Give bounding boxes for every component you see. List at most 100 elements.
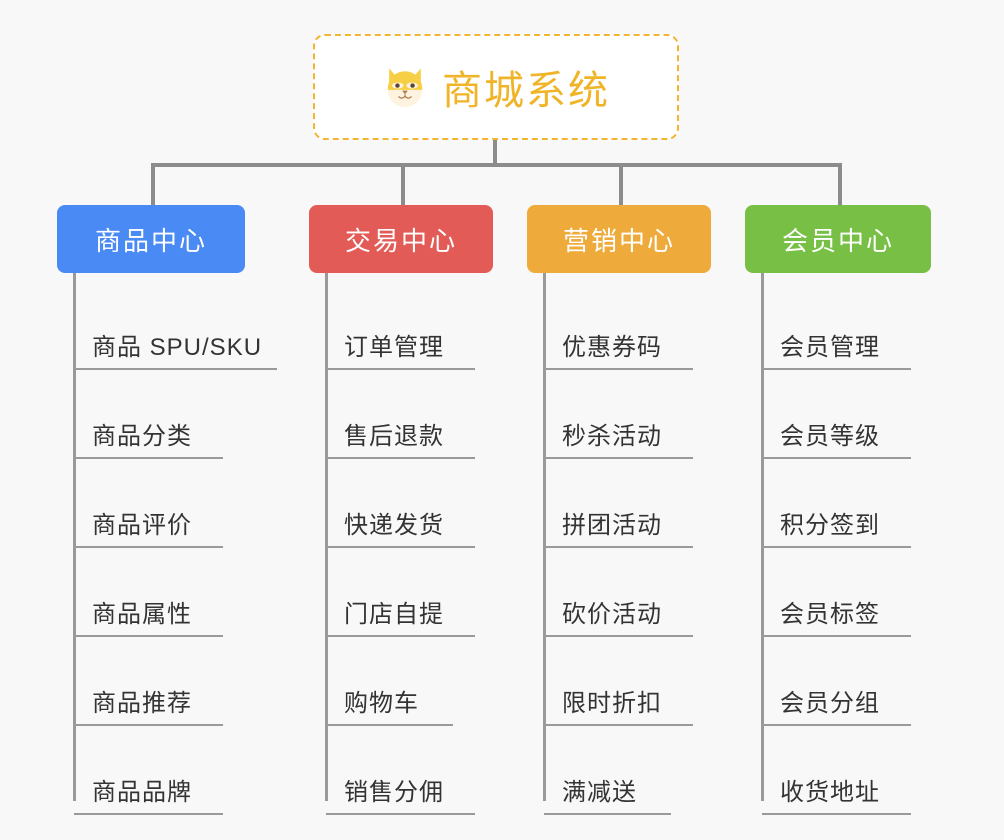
category-header-marketing-center[interactable]: 营销中心 (527, 205, 711, 273)
list-item[interactable]: 订单管理 (308, 281, 523, 370)
column-product-center: 商品中心 (57, 205, 245, 273)
leaf-label: 商品评价 (92, 512, 192, 539)
leaf-label: 会员管理 (780, 334, 880, 361)
leaf-label: 拼团活动 (562, 512, 662, 539)
list-item[interactable]: 会员等级 (744, 370, 959, 459)
leaf-underline (544, 368, 693, 370)
list-item[interactable]: 会员标签 (744, 548, 959, 637)
list-item[interactable]: 满减送 (526, 726, 741, 815)
leaf-underline (762, 635, 911, 637)
leaf-underline (544, 635, 693, 637)
leaf-underline (74, 546, 223, 548)
list-item[interactable]: 门店自提 (308, 548, 523, 637)
leaf-label: 收货地址 (780, 779, 880, 806)
list-item[interactable]: 限时折扣 (526, 637, 741, 726)
leaf-underline (74, 724, 223, 726)
leaf-label: 会员标签 (780, 601, 880, 628)
leaf-label: 售后退款 (344, 423, 444, 450)
connector-bus-line (151, 163, 842, 167)
leaf-underline (74, 813, 223, 815)
leaf-list-marketing-center: 优惠券码 秒杀活动 拼团活动 砍价活动 限时折扣 满减送 (526, 281, 741, 815)
root-title: 商城系统 (442, 69, 610, 113)
leaf-underline (762, 457, 911, 459)
leaf-underline (326, 724, 453, 726)
list-item[interactable]: 购物车 (308, 637, 523, 726)
leaf-underline (74, 368, 277, 370)
category-header-member-center[interactable]: 会员中心 (745, 205, 931, 273)
list-item[interactable]: 拼团活动 (526, 459, 741, 548)
leaf-underline (74, 457, 223, 459)
list-item[interactable]: 销售分佣 (308, 726, 523, 815)
leaf-underline (544, 724, 693, 726)
list-item[interactable]: 秒杀活动 (526, 370, 741, 459)
category-header-product-center[interactable]: 商品中心 (57, 205, 245, 273)
leaf-label: 秒杀活动 (562, 423, 662, 450)
leaf-label: 商品属性 (92, 601, 192, 628)
trunk-line-member-center (761, 273, 764, 801)
leaf-underline (762, 724, 911, 726)
leaf-list-trade-center: 订单管理 售后退款 快递发货 门店自提 购物车 销售分佣 (308, 281, 523, 815)
list-item[interactable]: 商品 SPU/SKU (56, 281, 286, 370)
leaf-underline (74, 635, 223, 637)
leaf-label: 商品品牌 (92, 779, 192, 806)
trunk-line-product-center (73, 273, 76, 801)
list-item[interactable]: 会员分组 (744, 637, 959, 726)
leaf-label: 会员分组 (780, 690, 880, 717)
category-header-trade-center[interactable]: 交易中心 (309, 205, 493, 273)
category-label: 会员中心 (781, 225, 894, 256)
leaf-label: 优惠券码 (562, 334, 662, 361)
shiba-dog-face-icon (382, 64, 428, 110)
category-label: 交易中心 (344, 225, 457, 256)
leaf-underline (326, 813, 475, 815)
list-item[interactable]: 会员管理 (744, 281, 959, 370)
leaf-underline (762, 813, 911, 815)
column-trade-center: 交易中心 (309, 205, 493, 273)
leaf-label: 会员等级 (780, 423, 880, 450)
list-item[interactable]: 商品推荐 (56, 637, 286, 726)
leaf-underline (544, 457, 693, 459)
leaf-underline (326, 546, 475, 548)
leaf-label: 满减送 (562, 779, 637, 806)
column-member-center: 会员中心 (745, 205, 931, 273)
drop-line-member-center (838, 163, 842, 205)
leaf-underline (326, 457, 475, 459)
leaf-label: 积分签到 (780, 512, 880, 539)
root-node[interactable]: 商城系统 (313, 34, 679, 140)
list-item[interactable]: 商品属性 (56, 548, 286, 637)
list-item[interactable]: 砍价活动 (526, 548, 741, 637)
category-label: 商品中心 (94, 225, 207, 256)
leaf-underline (544, 546, 693, 548)
list-item[interactable]: 商品分类 (56, 370, 286, 459)
leaf-label: 商品推荐 (92, 690, 192, 717)
list-item[interactable]: 商品评价 (56, 459, 286, 548)
leaf-label: 商品 SPU/SKU (92, 334, 263, 361)
leaf-list-product-center: 商品 SPU/SKU 商品分类 商品评价 商品属性 商品推荐 商品品牌 (56, 281, 286, 815)
leaf-list-member-center: 会员管理 会员等级 积分签到 会员标签 会员分组 收货地址 (744, 281, 959, 815)
leaf-label: 门店自提 (344, 601, 444, 628)
leaf-underline (326, 635, 475, 637)
leaf-label: 订单管理 (344, 334, 444, 361)
drop-line-trade-center (401, 163, 405, 205)
drop-line-marketing-center (619, 163, 623, 205)
root-stem-line (493, 140, 497, 165)
leaf-label: 销售分佣 (344, 779, 444, 806)
leaf-label: 商品分类 (92, 423, 192, 450)
list-item[interactable]: 商品品牌 (56, 726, 286, 815)
list-item[interactable]: 售后退款 (308, 370, 523, 459)
list-item[interactable]: 快递发货 (308, 459, 523, 548)
column-marketing-center: 营销中心 (527, 205, 711, 273)
leaf-underline (544, 813, 671, 815)
leaf-label: 购物车 (344, 690, 419, 717)
list-item[interactable]: 积分签到 (744, 459, 959, 548)
leaf-label: 砍价活动 (562, 601, 662, 628)
leaf-underline (762, 368, 911, 370)
trunk-line-marketing-center (543, 273, 546, 801)
leaf-label: 快递发货 (344, 512, 444, 539)
list-item[interactable]: 收货地址 (744, 726, 959, 815)
list-item[interactable]: 优惠券码 (526, 281, 741, 370)
trunk-line-trade-center (325, 273, 328, 801)
category-label: 营销中心 (562, 225, 675, 256)
drop-line-product-center (151, 163, 155, 205)
leaf-underline (326, 368, 475, 370)
